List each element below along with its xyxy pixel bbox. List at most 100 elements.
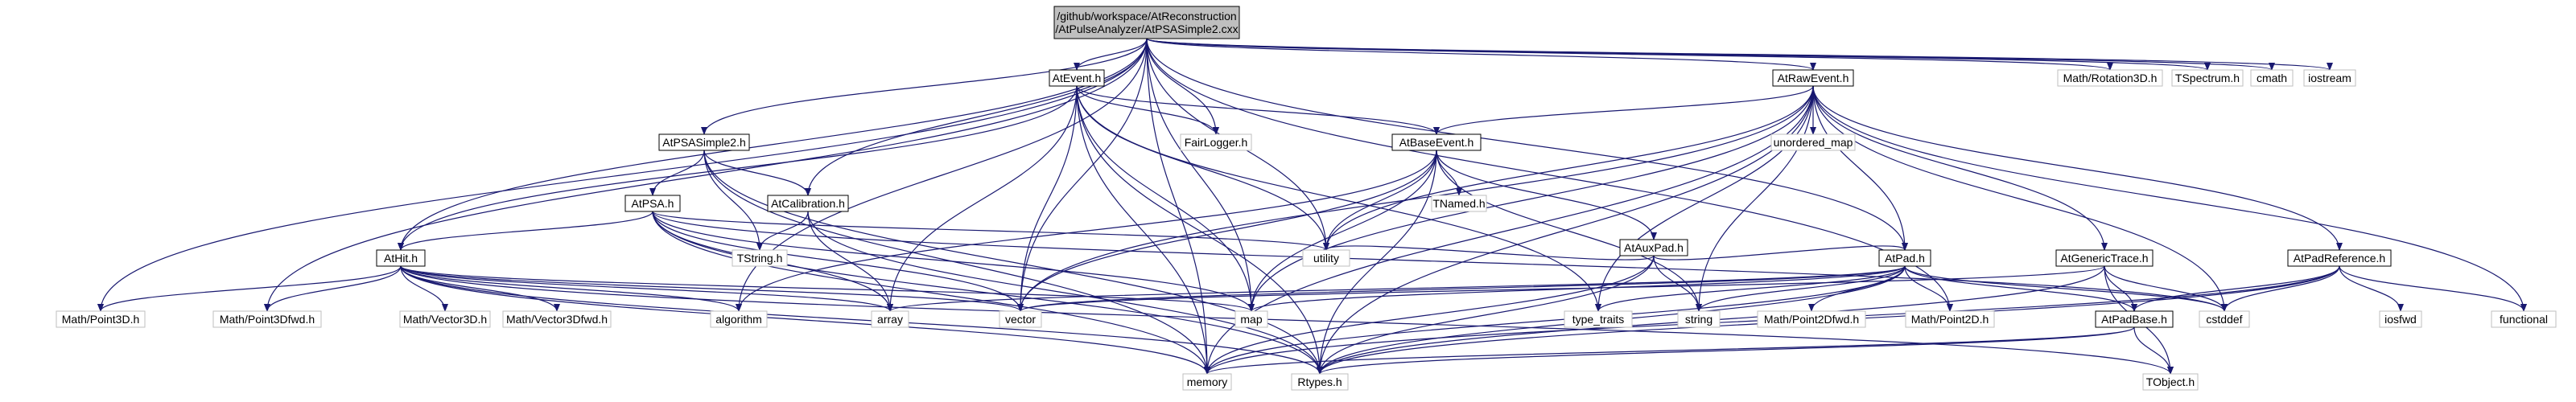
node-utility: utility	[1302, 249, 1350, 267]
edge-atpad-to-type_traits	[1595, 265, 1906, 312]
node-label-atrawevent: AtRawEvent.h	[1778, 72, 1849, 84]
node-box-algorithm	[710, 310, 768, 328]
edge-atrawevent-to-atbaseevent	[1433, 85, 1814, 135]
node-tspectrum: TSpectrum.h	[2171, 69, 2244, 87]
edge-ataux-to-string	[1653, 255, 1702, 312]
node-array: array	[871, 310, 909, 328]
node-box-atcalibration	[767, 195, 849, 212]
node-label-vector3d: Math/Vector3D.h	[403, 313, 487, 326]
node-algorithm: algorithm	[710, 310, 768, 328]
edge-atrawevent-to-functional	[1812, 85, 2527, 312]
edge-root-to-point3d	[97, 38, 1148, 312]
edge-root-to-iostream	[1146, 38, 2333, 71]
node-box-cstddef	[2199, 310, 2250, 328]
node-atrawevent[interactable]: AtRawEvent.h	[1772, 69, 1854, 87]
edge-atgeneric-to-vector	[1017, 265, 2105, 312]
node-atevent[interactable]: AtEvent.h	[1049, 69, 1105, 87]
node-label-tnamed: TNamed.h	[1432, 197, 1485, 210]
node-ataux[interactable]: AtAuxPad.h	[1619, 239, 1688, 256]
edge-athit-to-array	[400, 265, 893, 312]
node-atpadref[interactable]: AtPadReference.h	[2287, 249, 2392, 267]
edge-atpad-to-string	[1696, 265, 1906, 312]
node-box-type_traits	[1564, 310, 1633, 328]
node-memory: memory	[1182, 373, 1232, 391]
edge-atpad-to-point2dfwd	[1808, 265, 1906, 312]
node-atpsa[interactable]: AtPSA.h	[624, 195, 681, 212]
node-vector3dfwd: Math/Vector3Dfwd.h	[502, 310, 612, 328]
edge-atbaseevent-to-utility	[1323, 150, 1437, 251]
node-box-atrawevent	[1772, 69, 1854, 87]
edge-atevent-to-memory	[1076, 85, 1210, 375]
node-label-rtypes: Rtypes.h	[1297, 375, 1342, 388]
node-point2dfwd: Math/Point2Dfwd.h	[1757, 310, 1866, 328]
node-atpsasimple2h[interactable]: AtPSASimple2.h	[658, 133, 750, 151]
node-label-vector3dfwd: Math/Vector3Dfwd.h	[506, 313, 608, 326]
node-iosfwd: iosfwd	[2379, 310, 2422, 328]
edge-atcalibration-to-array	[807, 211, 893, 312]
node-box-atgeneric	[2055, 249, 2154, 267]
node-cstddef: cstddef	[2199, 310, 2250, 328]
edge-atrawevent-to-memory	[1204, 85, 1814, 375]
node-label-algorithm: algorithm	[715, 313, 762, 326]
node-string: string	[1677, 310, 1721, 328]
node-label-type_traits: type_traits	[1572, 313, 1625, 326]
edge-atpsa-to-athit	[398, 211, 653, 251]
edge-root-to-rotation3d	[1146, 38, 2113, 71]
edge-atrawevent-to-atpad	[1812, 85, 1908, 251]
node-atbaseevent[interactable]: AtBaseEvent.h	[1391, 133, 1482, 151]
edge-root-to-point3dfwd	[264, 38, 1148, 312]
node-box-utility	[1302, 249, 1350, 267]
edge-ataux-to-memory	[1204, 255, 1655, 375]
node-box-atpadbase	[2095, 310, 2174, 328]
edge-atevent-to-athit	[398, 85, 1078, 251]
node-root[interactable]: /github/workspace/AtReconstruction/AtPul…	[1053, 6, 1240, 39]
node-label-vector: vector	[1005, 313, 1036, 326]
node-label-iosfwd: iosfwd	[2384, 313, 2417, 326]
node-atcalibration[interactable]: AtCalibration.h	[767, 195, 849, 212]
node-box-point2d	[1905, 310, 1995, 328]
edge-root-to-map	[1146, 38, 1255, 312]
edge-atpsasimple2h-to-atpsa	[649, 150, 705, 196]
node-atgeneric[interactable]: AtGenericTrace.h	[2055, 249, 2154, 267]
node-atpadbase[interactable]: AtPadBase.h	[2095, 310, 2174, 328]
node-athit[interactable]: AtHit.h	[376, 249, 426, 267]
edge-root-to-atevent	[1074, 38, 1148, 71]
node-box-iostream	[2303, 69, 2356, 87]
edge-athit-to-algorithm	[400, 265, 742, 312]
edge-atpadref-to-atpadbase	[2131, 265, 2340, 312]
node-box-map	[1234, 310, 1268, 328]
node-box-atpsasimple2h	[658, 133, 750, 151]
node-label-point3d: Math/Point3D.h	[62, 313, 140, 326]
edge-athit-to-rtypes	[400, 265, 1323, 375]
node-box-atpadref	[2287, 249, 2392, 267]
node-label-point2dfwd: Math/Point2Dfwd.h	[1764, 313, 1859, 326]
node-box-atbaseevent	[1391, 133, 1482, 151]
node-label-atpadbase: AtPadBase.h	[2101, 313, 2167, 326]
node-box-point3dfwd	[212, 310, 322, 328]
node-box-array	[871, 310, 909, 328]
node-box-point2dfwd	[1757, 310, 1866, 328]
node-box-vector3d	[399, 310, 491, 328]
node-label-atevent: AtEvent.h	[1053, 72, 1102, 84]
node-label-point3dfwd: Math/Point3Dfwd.h	[220, 313, 315, 326]
edge-atrawevent-to-atpadref	[1812, 85, 2343, 251]
edge-atcalibration-to-rtypes	[807, 211, 1323, 375]
node-box-athit	[376, 249, 426, 267]
edge-atrawevent-to-vector	[1017, 85, 1814, 312]
edge-atpadbase-to-memory	[1204, 326, 2135, 375]
edge-athit-to-map	[400, 265, 1255, 312]
node-label-atgeneric: AtGenericTrace.h	[2060, 252, 2148, 265]
edge-atpsa-to-cstddef	[652, 211, 2228, 312]
edge-athit-to-vector	[400, 265, 1024, 312]
edge-athit-to-point3d	[97, 265, 402, 312]
node-vector3d: Math/Vector3D.h	[399, 310, 491, 328]
node-box-atevent	[1049, 69, 1105, 87]
node-map: map	[1234, 310, 1268, 328]
node-label-iostream: iostream	[2308, 72, 2351, 84]
node-atpad[interactable]: AtPad.h	[1878, 249, 1931, 267]
edge-atgeneric-to-atpadbase	[2104, 265, 2137, 312]
node-box-point3d	[56, 310, 146, 328]
node-box-atpad	[1878, 249, 1931, 267]
edge-atpad-to-atpadbase	[1904, 265, 2137, 312]
